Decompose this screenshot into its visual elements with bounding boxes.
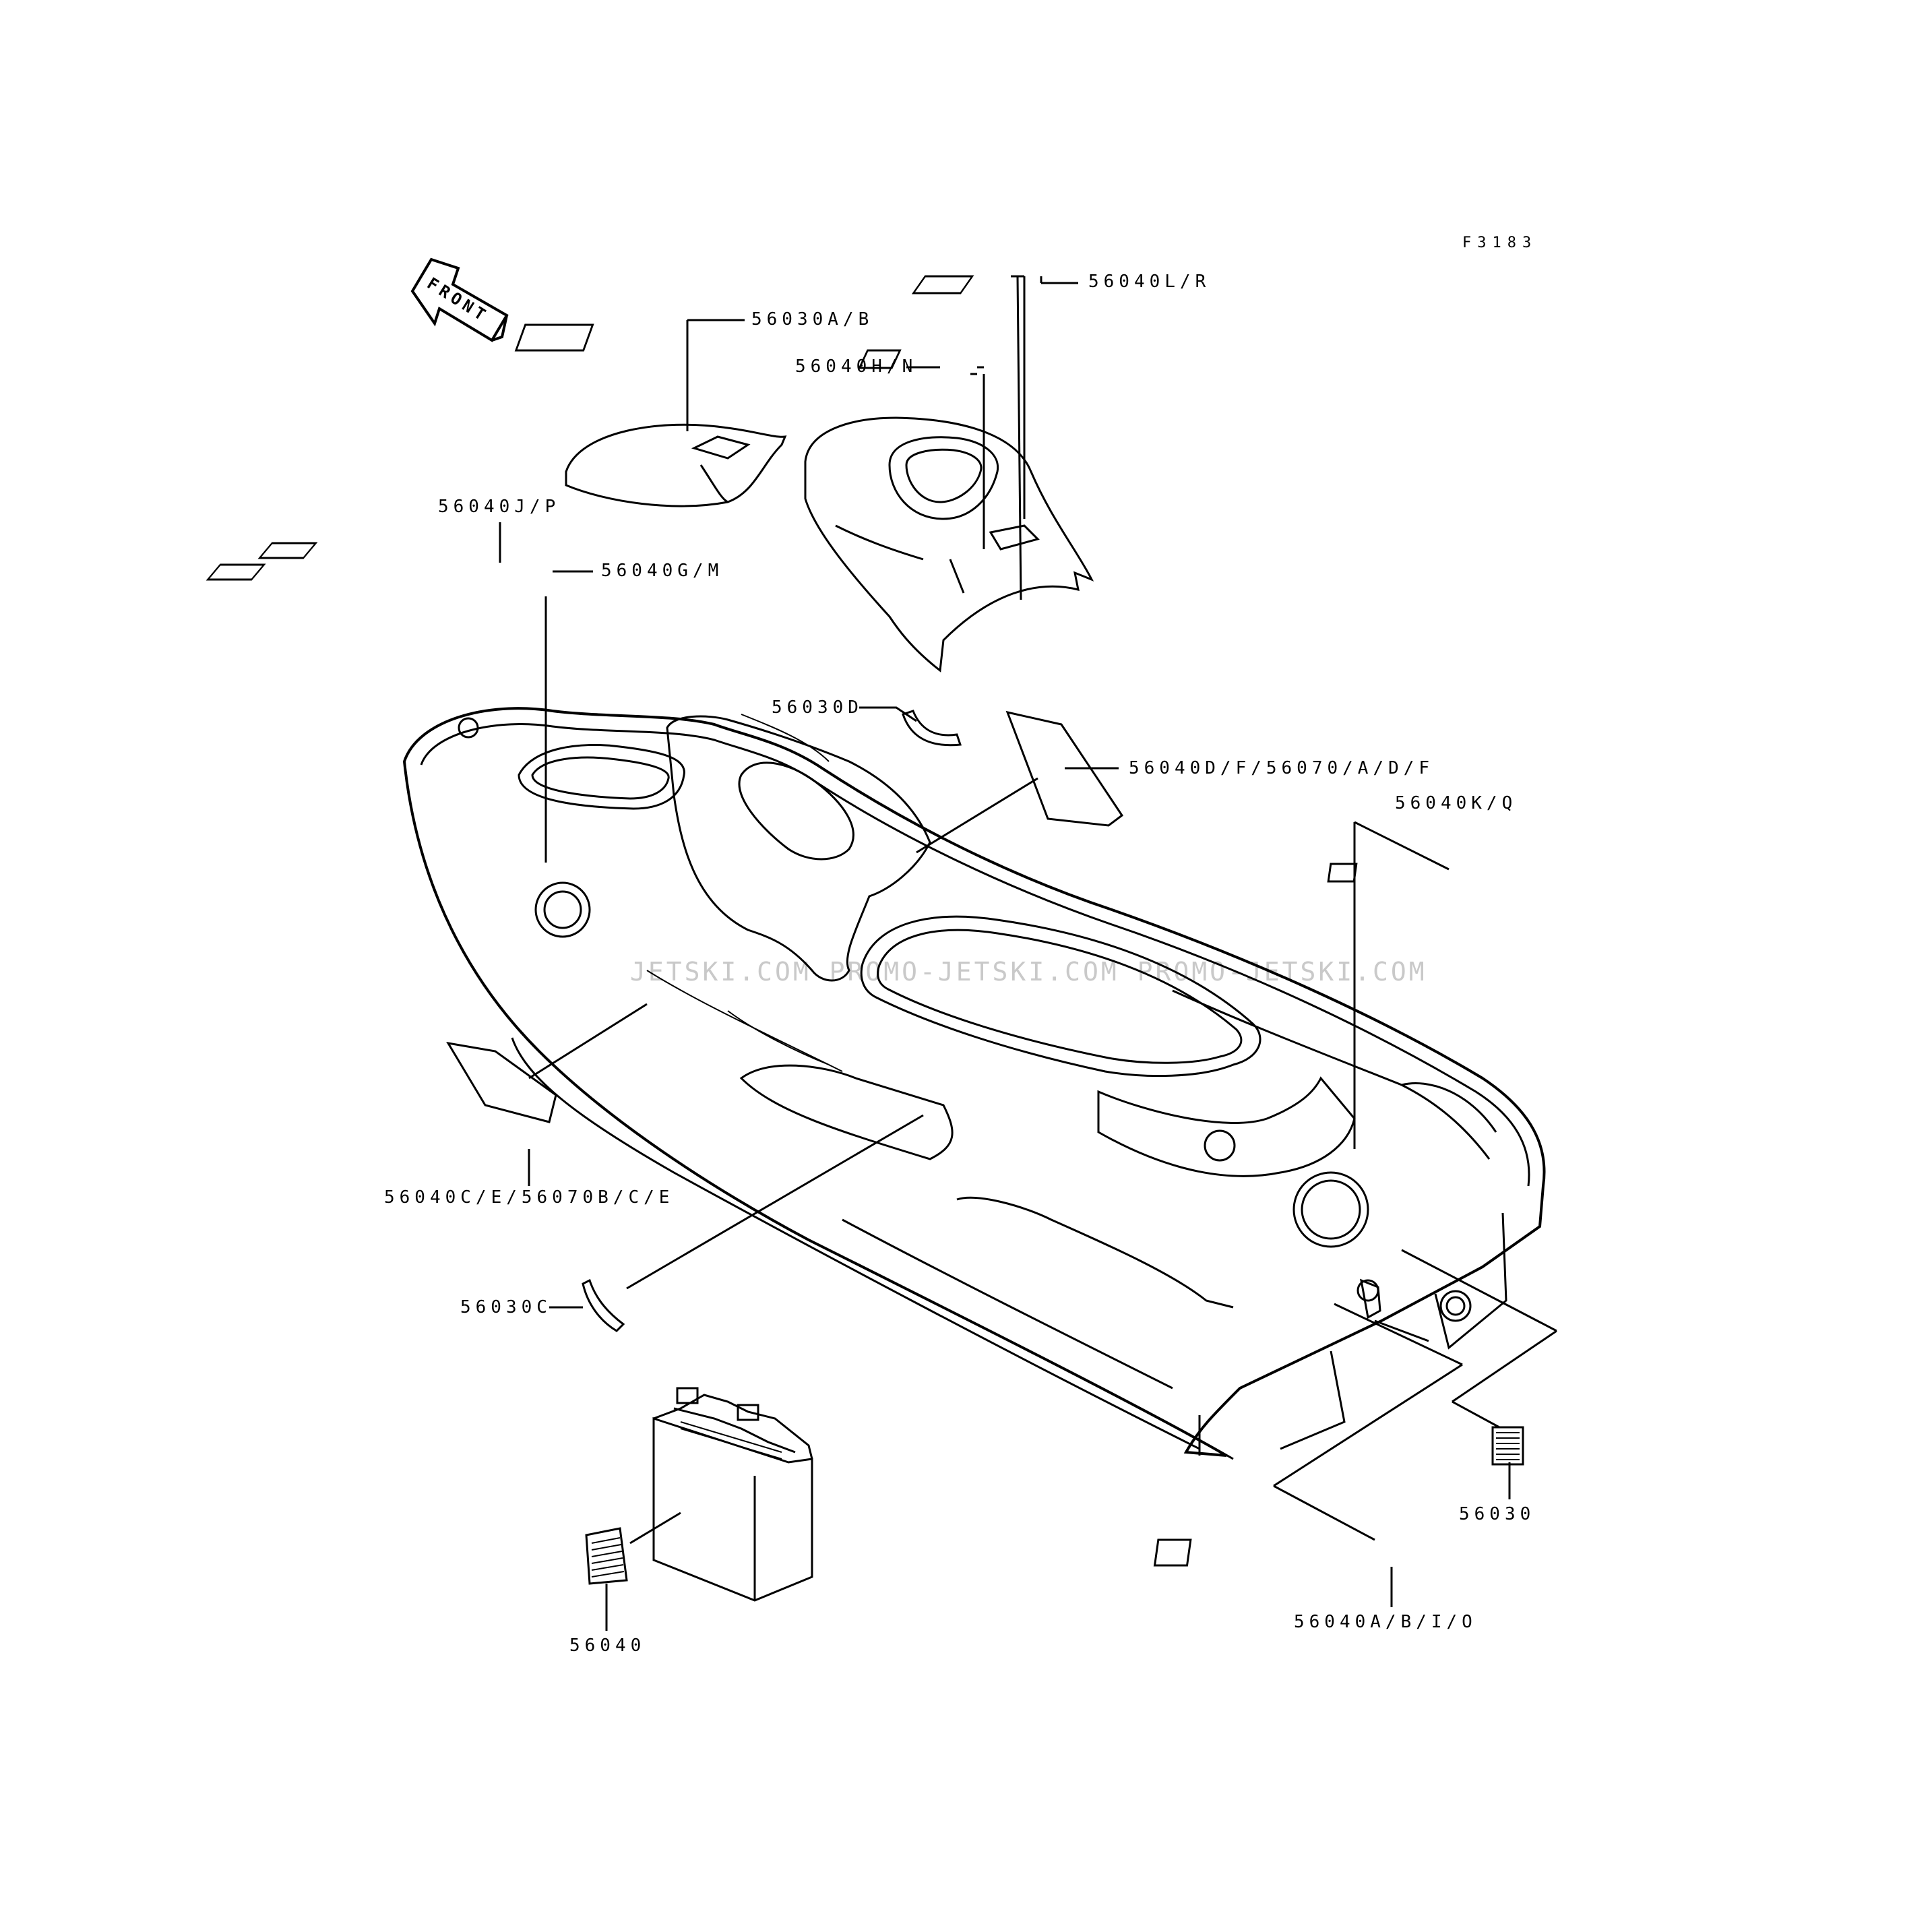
decal-56030C[interactable] [582, 1278, 625, 1332]
decal-56040LR[interactable] [911, 275, 974, 294]
decal-56040KQ[interactable] [1327, 863, 1358, 883]
callout-56040DF[interactable]: 56040D/F/56070/A/D/F [1129, 758, 1434, 778]
leader-lines [499, 275, 1557, 1631]
callout-56040ABIO[interactable]: 56040A/B/I/O [1294, 1612, 1477, 1632]
figure-code: F3183 [1462, 235, 1537, 251]
callout-56040KQ[interactable]: 56040K/Q [1395, 793, 1517, 813]
hood-part[interactable] [804, 275, 1094, 673]
callout-56040HN[interactable]: 56040H/N [795, 356, 917, 377]
watermark-text: JETSKI.COM PROMO-JETSKI.COM PROMO-JETSKI… [630, 957, 1427, 987]
callout-56040JP[interactable]: 56040J/P [438, 497, 560, 517]
seat-part[interactable] [514, 323, 787, 507]
decal-56040CE[interactable] [446, 1041, 557, 1123]
decal-56040ABIO[interactable] [1153, 1538, 1192, 1567]
decal-56040HN[interactable] [858, 349, 902, 369]
callout-56040GM[interactable]: 56040G/M [601, 561, 723, 581]
decal-56040JP[interactable] [206, 563, 266, 581]
battery-part[interactable] [652, 1387, 813, 1602]
callout-labels: 56040L/R 56030A/B 56040H/N 56040J/P 5604… [384, 272, 1535, 1656]
callout-56030AB[interactable]: 56030A/B [751, 309, 873, 330]
callout-56030D[interactable]: 56030D [772, 697, 863, 718]
front-arrow-icon[interactable]: FRONT [410, 257, 509, 342]
callout-56030C[interactable]: 56030C [460, 1297, 552, 1317]
hull-body[interactable] [402, 707, 1546, 1460]
callout-56040LR[interactable]: 56040L/R [1088, 272, 1210, 292]
callout-56040[interactable]: 56040 [569, 1635, 646, 1656]
decal-56030[interactable] [1491, 1426, 1524, 1466]
decal-56040GM[interactable] [257, 542, 318, 559]
callout-56040CE[interactable]: 56040C/E/56070B/C/E [384, 1187, 674, 1208]
decal-56030AB[interactable] [514, 323, 594, 352]
callout-56030[interactable]: 56030 [1459, 1504, 1535, 1524]
decal-56030D[interactable] [902, 710, 962, 747]
decal-56040[interactable] [585, 1527, 628, 1585]
